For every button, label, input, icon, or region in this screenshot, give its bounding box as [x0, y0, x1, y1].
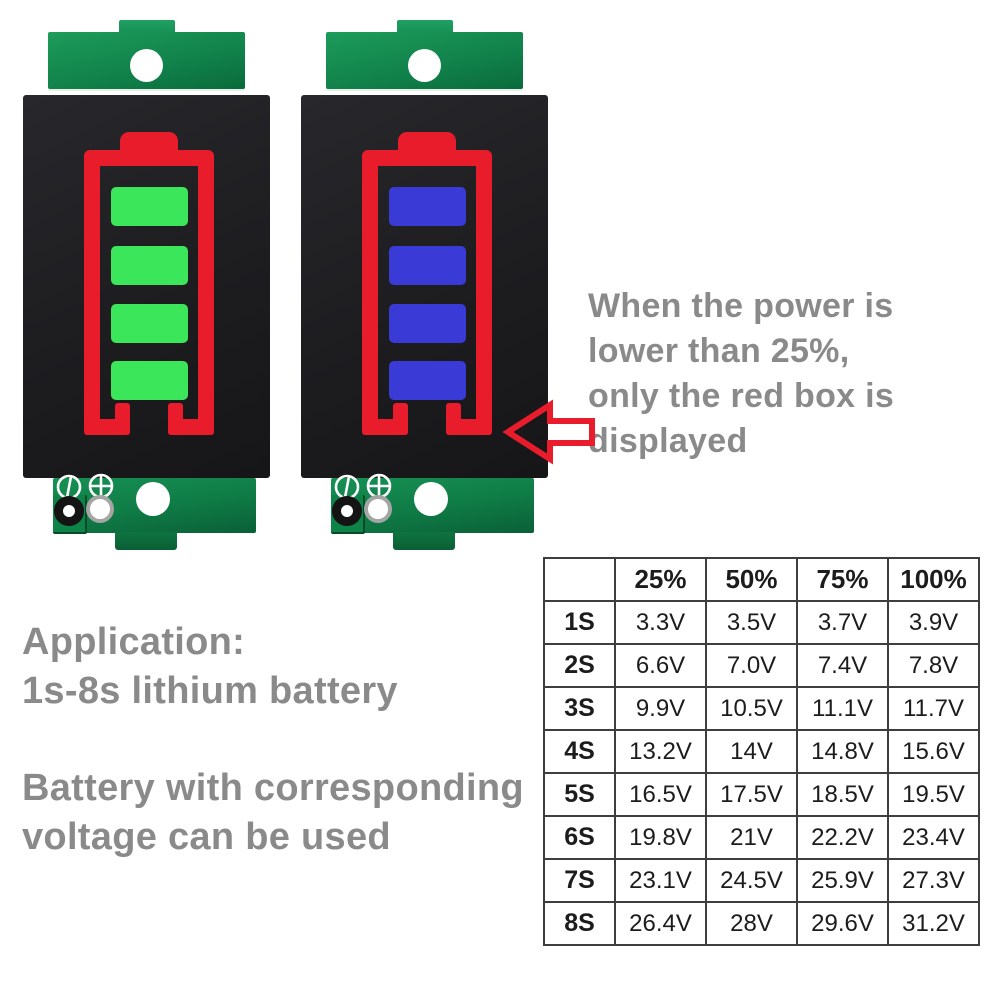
battery-level-bars: [111, 187, 188, 400]
terminal-pad-hole: [364, 495, 392, 523]
voltage-cell: 15.6V: [887, 729, 980, 774]
voltage-cell: 26.4V: [614, 901, 707, 946]
pcb-top-tab: [326, 32, 523, 89]
battery-gauge-icon: [362, 132, 492, 435]
percent-header: [543, 557, 616, 602]
voltage-cell: 7.8V: [887, 643, 980, 688]
voltage-cell: 6.6V: [614, 643, 707, 688]
mounting-hole-top: [130, 49, 163, 82]
battery-outline: [362, 132, 492, 435]
voltage-cell: 3.7V: [796, 600, 889, 645]
voltage-cell: 23.4V: [887, 815, 980, 860]
voltage-cell: 18.5V: [796, 772, 889, 817]
battery-gauge-icon: [84, 132, 214, 435]
series-label: 1S: [543, 600, 616, 645]
battery-outline: [84, 132, 214, 435]
percent-header: 50%: [705, 557, 798, 602]
voltage-cell: 13.2V: [614, 729, 707, 774]
series-label: 4S: [543, 729, 616, 774]
mounting-hole-top: [408, 49, 441, 82]
battery-module-green: [23, 8, 273, 553]
battery-level-bars: [389, 187, 466, 400]
voltage-cell: 29.6V: [796, 901, 889, 946]
voltage-cell: 7.4V: [796, 643, 889, 688]
mounting-hole-bottom: [136, 482, 170, 516]
percent-header: 75%: [796, 557, 889, 602]
series-label: 2S: [543, 643, 616, 688]
terminal-screw-hole: [332, 496, 362, 526]
voltage-cell: 23.1V: [614, 858, 707, 903]
percent-header: 100%: [887, 557, 980, 602]
battery-module-blue: [301, 8, 551, 553]
voltage-table-header: 25%50%75%100%: [543, 557, 980, 602]
voltage-cell: 21V: [705, 815, 798, 860]
voltage-cell: 16.5V: [614, 772, 707, 817]
application-note: Battery with corresponding voltage can b…: [22, 767, 524, 858]
voltage-cell: 17.5V: [705, 772, 798, 817]
voltage-cell: 7.0V: [705, 643, 798, 688]
indicator-face: [23, 95, 270, 478]
application-title: Application: 1s-8s lithium battery: [22, 621, 398, 712]
indicator-face: [301, 95, 548, 478]
voltage-cell: 14V: [705, 729, 798, 774]
terminal-pad-hole: [86, 495, 114, 523]
voltage-cell: 27.3V: [887, 858, 980, 903]
low-power-arrow-icon: [502, 399, 595, 465]
voltage-cell: 11.1V: [796, 686, 889, 731]
voltage-cell: 3.3V: [614, 600, 707, 645]
voltage-cell: 25.9V: [796, 858, 889, 903]
voltage-cell: 19.8V: [614, 815, 707, 860]
series-label: 3S: [543, 686, 616, 731]
series-label: 5S: [543, 772, 616, 817]
voltage-cell: 28V: [705, 901, 798, 946]
percent-header: 25%: [614, 557, 707, 602]
voltage-cell: 14.8V: [796, 729, 889, 774]
pcb-bottom-tab: [115, 532, 177, 550]
voltage-cell: 3.5V: [705, 600, 798, 645]
voltage-cell: 3.9V: [887, 600, 980, 645]
series-label: 7S: [543, 858, 616, 903]
pcb-bottom-tab: [393, 532, 455, 550]
low-power-note: When the power is lower than 25%, only t…: [588, 287, 895, 460]
voltage-cell: 22.2V: [796, 815, 889, 860]
pcb-top-tab: [48, 32, 245, 89]
series-label: 8S: [543, 901, 616, 946]
voltage-cell: 10.5V: [705, 686, 798, 731]
voltage-cell: 31.2V: [887, 901, 980, 946]
mounting-hole-bottom: [414, 482, 448, 516]
terminal-screw-hole: [54, 496, 84, 526]
voltage-cell: 9.9V: [614, 686, 707, 731]
voltage-cell: 19.5V: [887, 772, 980, 817]
voltage-cell: 24.5V: [705, 858, 798, 903]
series-label: 6S: [543, 815, 616, 860]
voltage-cell: 11.7V: [887, 686, 980, 731]
